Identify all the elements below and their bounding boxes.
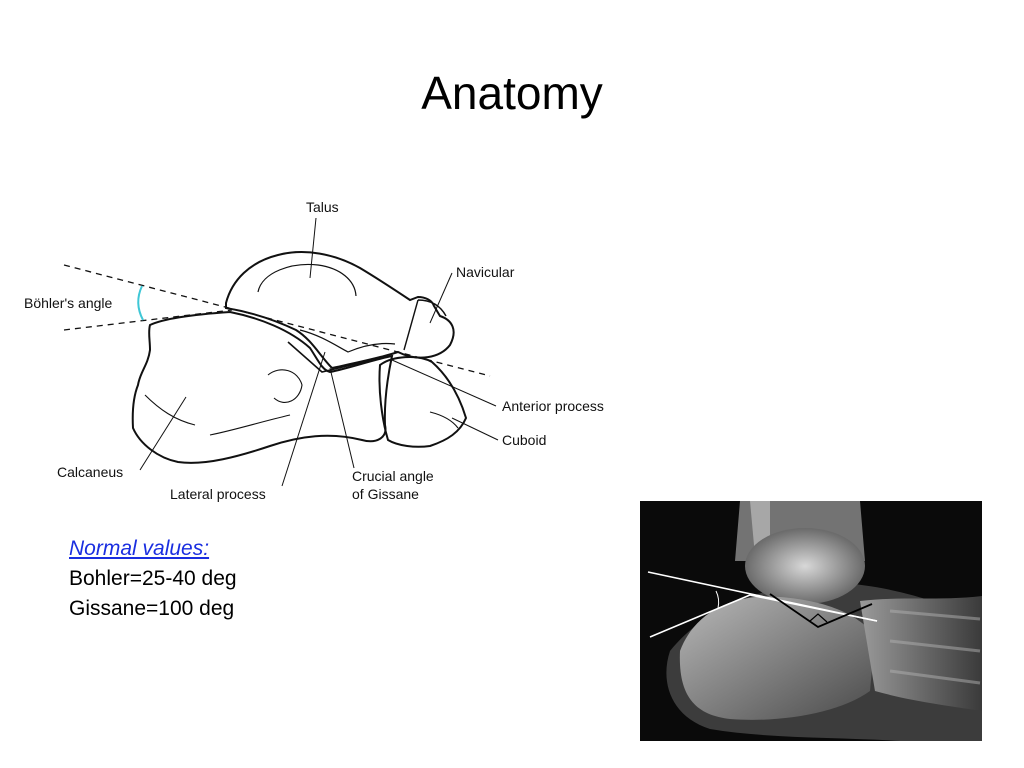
cuboid-bone (378, 356, 468, 448)
leader-crucial-angle (329, 367, 355, 469)
bohler-normal-value: Bohler=25-40 deg (69, 567, 237, 590)
label-crucial-angle-line1: Crucial angle (352, 468, 434, 484)
label-navicular: Navicular (456, 264, 515, 280)
gissane-angle-lines (287, 341, 373, 373)
leader-lateral-process (281, 351, 326, 487)
leader-cuboid (451, 417, 499, 441)
bohler-angle-arc (137, 285, 144, 321)
normal-values-heading: Normal values: (69, 537, 210, 560)
leader-anterior-process (391, 359, 497, 407)
calcaneus-anatomy-diagram: Talus Navicular Böhler's angle Anterior … (24, 199, 604, 502)
label-crucial-angle-line2: of Gissane (352, 486, 419, 502)
label-cuboid: Cuboid (502, 432, 546, 448)
calcaneus-bone (131, 310, 394, 464)
talus-bone (225, 251, 455, 370)
leader-calcaneus (139, 396, 187, 471)
slide-title: Anatomy (421, 67, 603, 119)
navicular-bone (403, 299, 447, 351)
talus-dome-inner (257, 263, 357, 297)
label-lateral-process: Lateral process (170, 486, 266, 502)
talus-neck-detail (299, 329, 396, 353)
label-bohlers-angle: Böhler's angle (24, 295, 113, 311)
leader-navicular (429, 272, 453, 324)
foot-xray-image (640, 501, 982, 741)
gissane-normal-value: Gissane=100 deg (69, 597, 235, 620)
normal-values-block: Normal values: Bohler=25-40 deg Gissane=… (69, 534, 237, 624)
calcaneus-inner-contour (144, 369, 303, 436)
leader-talus (309, 217, 317, 279)
cuboid-inner-contour (429, 411, 459, 429)
label-anterior-process: Anterior process (502, 398, 604, 414)
label-talus: Talus (306, 199, 339, 215)
label-calcaneus: Calcaneus (57, 464, 123, 480)
